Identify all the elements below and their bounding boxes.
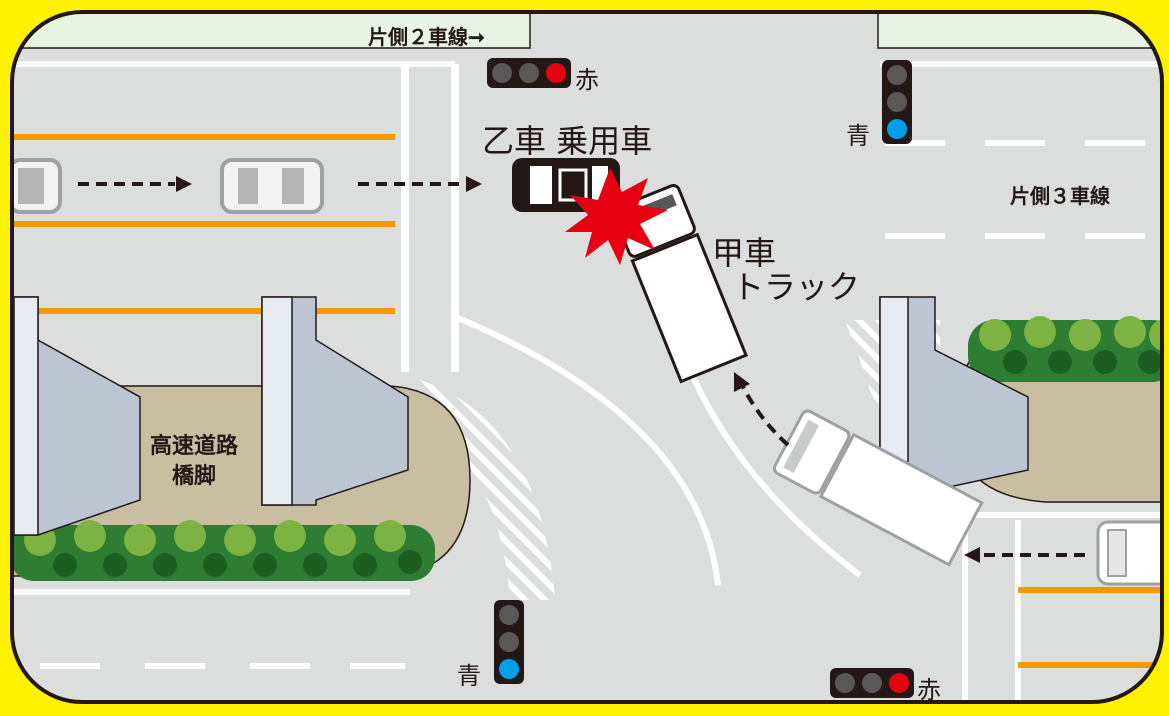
blue-light-icon [499, 659, 519, 679]
red-light-icon [889, 673, 909, 693]
signal-bottom-right [830, 668, 914, 698]
pier-label-line1: 高速道路 [150, 433, 239, 459]
pier-left-1 [12, 296, 141, 536]
signal-top-center [487, 58, 571, 88]
car-b-label: 乙車 乗用車 [482, 122, 653, 160]
two-lanes-label: 片側２車線➞ [368, 25, 485, 49]
blue-light-icon [887, 119, 907, 139]
frame-border [10, 10, 1164, 704]
car-a-label-line2: トラック [732, 268, 861, 306]
sidewalk-top-left [12, 12, 531, 49]
truck-a-trail [772, 409, 984, 567]
guide-curve [456, 315, 721, 586]
car-a-label-line1: 甲車 [712, 234, 777, 272]
arrowheads [176, 176, 980, 563]
signal-top-right [882, 60, 912, 144]
signal-bottom-left-label: 青 [457, 662, 481, 690]
signal-bottom-right-label: 赤 [917, 676, 941, 704]
pier-right [879, 296, 1029, 516]
signal-bottom-left [494, 600, 524, 684]
pier-left-2 [261, 296, 409, 506]
signal-top-right-label: 青 [846, 122, 870, 150]
motion-arrows [78, 182, 1085, 557]
red-light-icon [546, 63, 566, 83]
signal-top-center-label: 赤 [575, 66, 599, 94]
car-b-trail-2 [220, 158, 324, 214]
shrubs-left [12, 520, 435, 581]
shrubs-right [968, 316, 1162, 382]
car-b-trail-1 [12, 158, 62, 214]
three-lanes-label: 片側３車線 [1010, 184, 1110, 208]
impact-burst [565, 168, 668, 265]
car-b-passenger-car [512, 158, 620, 212]
sidewalk-top-right [877, 12, 1162, 49]
car-trail-right [1096, 520, 1162, 586]
pier-label-line2: 橋脚 [172, 463, 217, 489]
